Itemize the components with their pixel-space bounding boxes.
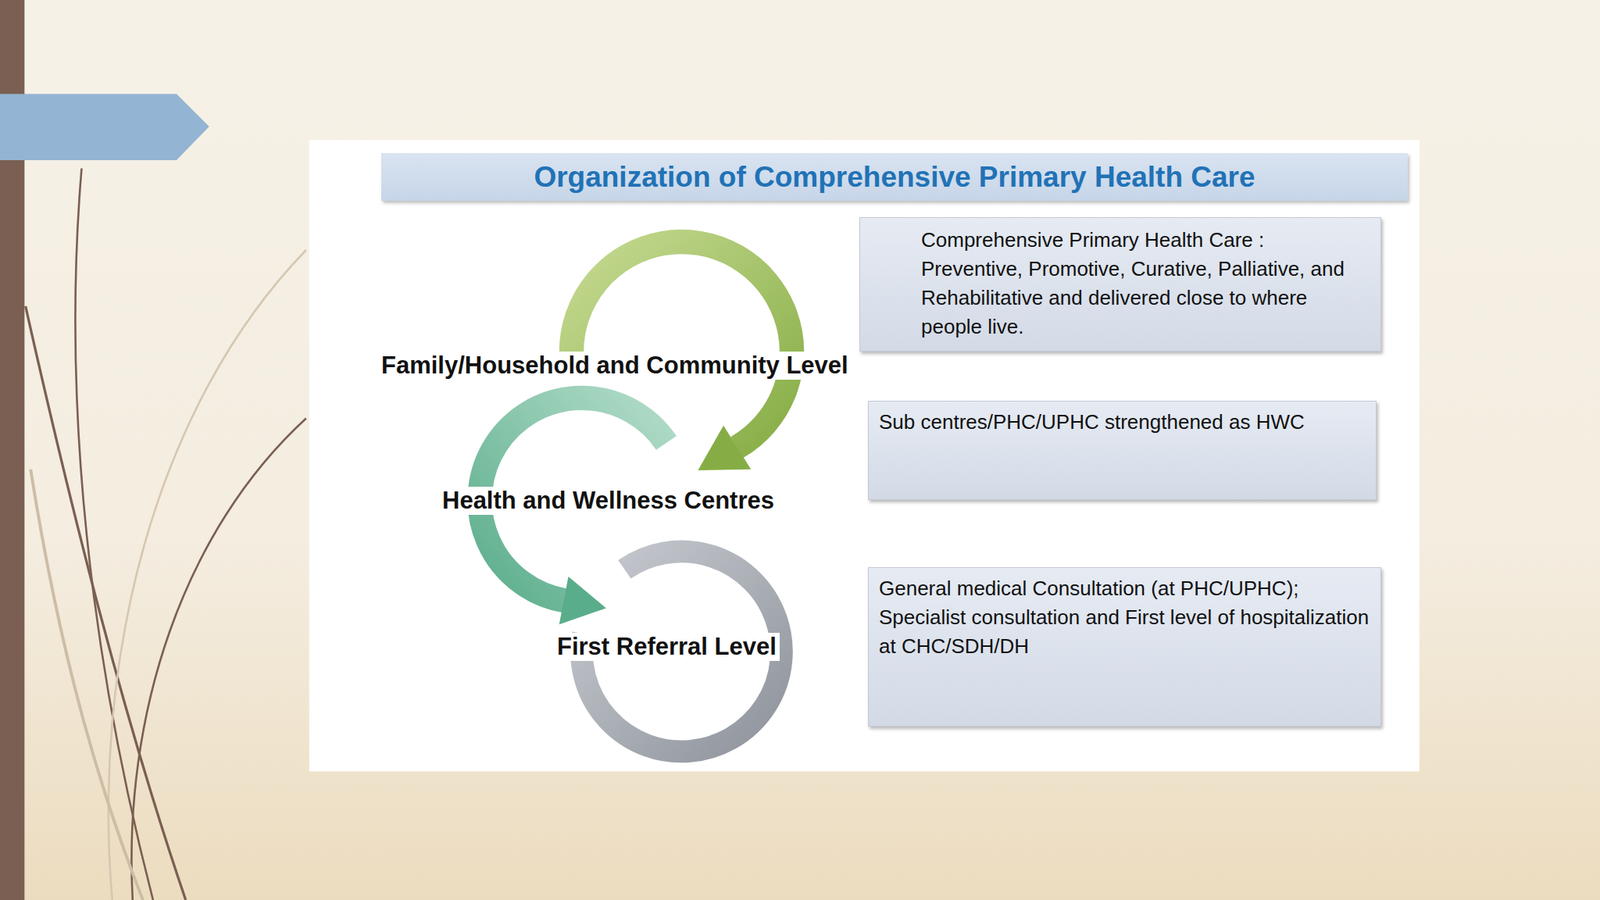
- level-label: First Referral Level: [553, 632, 780, 661]
- decor-curve: [75, 168, 153, 900]
- info-text: General medical Consultation (at PHC/UPH…: [878, 574, 1370, 661]
- info-box: General medical Consultation (at PHC/UPH…: [867, 567, 1382, 727]
- decor-curve: [131, 418, 306, 900]
- info-text: Sub centres/PHC/UPHC strengthened as HWC: [878, 407, 1365, 437]
- info-box: Sub centres/PHC/UPHC strengthened as HWC: [867, 400, 1377, 500]
- info-text: Comprehensive Primary Health Care : Prev…: [921, 225, 1370, 342]
- header-arrow: [0, 93, 210, 161]
- arrow-head: [697, 425, 751, 471]
- cycle-arrow: [571, 242, 792, 448]
- arrow-head: [559, 576, 607, 625]
- title-box: Organization of Comprehensive Primary He…: [381, 153, 1408, 201]
- level-label: Family/Household and Community Level: [378, 351, 852, 380]
- content-panel: [309, 139, 1420, 772]
- decor-curve: [25, 306, 186, 900]
- decor-curve: [108, 250, 307, 900]
- level-label: Health and Wellness Centres: [439, 486, 778, 515]
- title-text: Organization of Comprehensive Primary He…: [533, 160, 1255, 194]
- info-box: Comprehensive Primary Health Care : Prev…: [859, 217, 1382, 352]
- decor-curve: [30, 469, 143, 900]
